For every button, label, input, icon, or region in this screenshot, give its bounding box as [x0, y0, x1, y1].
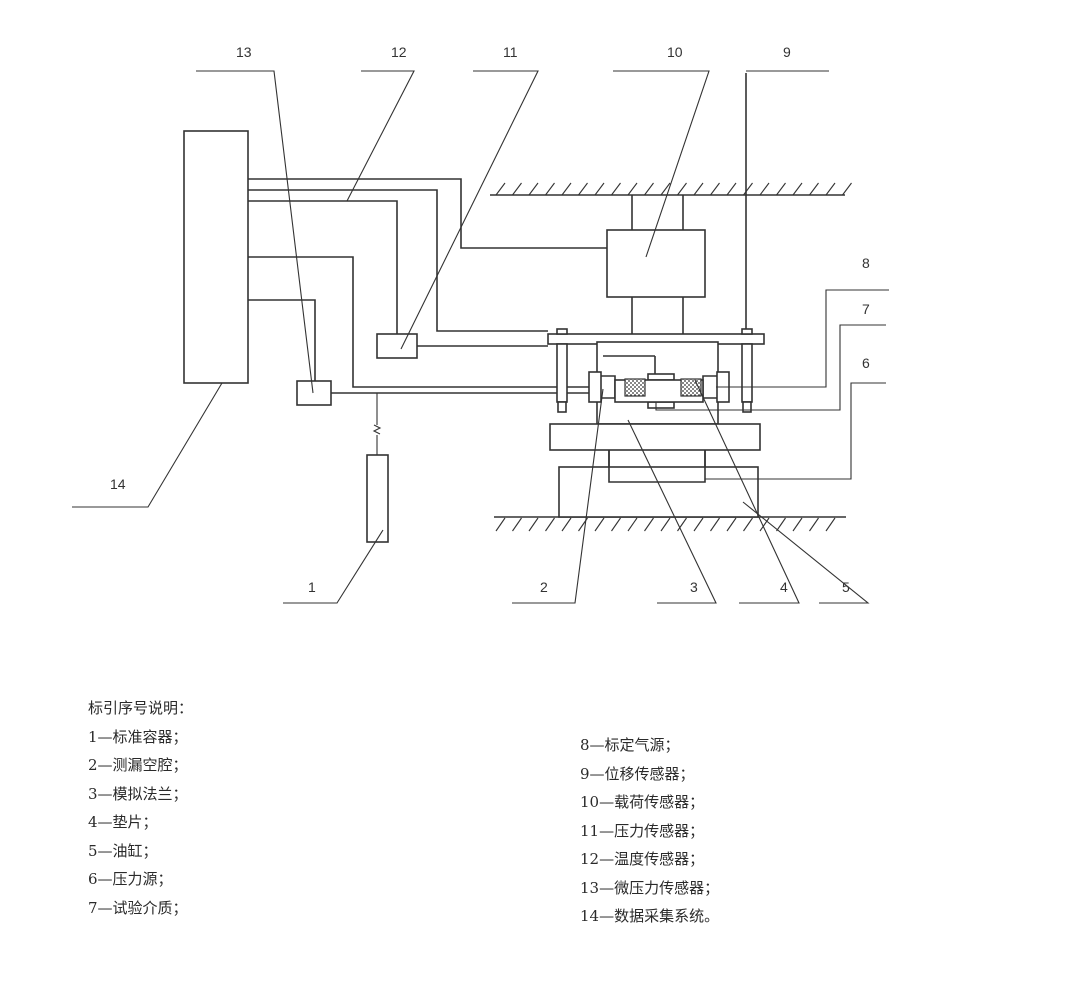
gasket-left — [624, 378, 646, 397]
hatch-mark — [743, 517, 753, 532]
hatch-mark — [578, 182, 588, 196]
hatch-mark — [776, 517, 786, 532]
legend-right-column: 8—标定气源； 9—位移传感器； 10—载荷传感器； 11—压力传感器； 12—… — [580, 731, 719, 931]
hatch-mark — [512, 182, 522, 196]
legend-item: 1—标准容器； — [88, 727, 188, 746]
hatch-mark — [644, 182, 654, 196]
legend-item: 14—数据采集系统。 — [580, 907, 720, 925]
hatch-mark — [528, 182, 539, 196]
hatch-mark — [710, 517, 720, 532]
hatch-mark — [611, 182, 621, 196]
hatch-mark — [825, 182, 836, 196]
callout-10: 10 — [667, 44, 683, 60]
hatch-mark — [809, 182, 819, 196]
callout-12: 12 — [391, 44, 407, 60]
callout-1: 1 — [308, 579, 316, 595]
pressure-sensor — [376, 333, 418, 359]
callout-7: 7 — [862, 301, 870, 317]
hatch-mark — [495, 517, 506, 532]
callout-3: 3 — [690, 579, 698, 595]
hatch-mark — [726, 182, 737, 196]
callout-6: 6 — [862, 355, 870, 371]
hatch-mark — [792, 517, 803, 532]
hatch-mark — [776, 182, 786, 196]
hatch-mark — [792, 182, 803, 196]
legend-item: 12—温度传感器； — [580, 850, 705, 868]
hatch-mark — [677, 182, 687, 196]
legend-heading: 标引序号说明： — [88, 699, 194, 717]
legend-item: 7—试验介质； — [88, 898, 188, 917]
simulated-flange — [549, 341, 761, 483]
hatch-mark — [561, 517, 572, 532]
signal-wires — [248, 178, 607, 455]
hatch-mark — [825, 517, 836, 532]
load-sensor — [606, 229, 706, 298]
legend-item: 4—垫片； — [88, 813, 158, 831]
hatch-mark — [627, 517, 638, 532]
hatch-mark — [842, 182, 852, 196]
legend-item: 8—标定气源； — [580, 736, 680, 754]
hatch-mark — [759, 517, 770, 532]
callout-9: 9 — [783, 44, 791, 60]
hatch-mark — [693, 182, 704, 196]
hatch-mark — [528, 517, 539, 532]
callout-2: 2 — [540, 579, 548, 595]
hatch-mark — [726, 517, 737, 532]
legend-item: 10—载荷传感器； — [580, 793, 705, 811]
hatch-mark — [660, 517, 671, 532]
leader-lines — [72, 70, 889, 604]
hatch-mark — [809, 517, 819, 532]
hatch-mark — [594, 182, 605, 196]
hatch-mark — [561, 182, 572, 196]
legend-item: 11—压力传感器； — [580, 821, 705, 840]
legend-item: 6—压力源； — [88, 870, 173, 888]
hatch-mark — [495, 182, 506, 196]
hatch-mark — [710, 182, 720, 196]
oil-cylinder — [558, 466, 759, 518]
callout-8: 8 — [862, 255, 870, 271]
callout-5: 5 — [842, 579, 850, 595]
legend-item: 9—位移传感器； — [580, 764, 695, 783]
hatch-mark — [545, 182, 555, 196]
hatch-mark — [512, 517, 522, 532]
legend-item: 2—测漏空腔； — [88, 756, 188, 774]
legend-item: 3—模拟法兰； — [88, 784, 188, 803]
load-sensor-assembly — [606, 195, 706, 334]
hatch-mark — [693, 517, 704, 532]
legend-item: 5—油缸； — [88, 841, 158, 860]
standard-container — [366, 454, 389, 543]
hatch-mark — [545, 517, 555, 532]
hatch-mark — [594, 517, 605, 532]
micro-pressure-sensor — [296, 380, 332, 406]
legend-item: 13—微压力传感器； — [580, 878, 720, 897]
hatch-mark — [644, 517, 654, 532]
hatch-mark — [611, 517, 621, 532]
base-ground — [494, 516, 846, 532]
callout-14: 14 — [110, 476, 126, 492]
callout-11: 11 — [503, 44, 518, 60]
hatch-mark — [660, 182, 671, 196]
legend-left-column: 标引序号说明： 1—标准容器； 2—测漏空腔； 3—模拟法兰； 4—垫片； 5—… — [88, 694, 193, 922]
hatch-mark — [759, 182, 770, 196]
callout-13: 13 — [236, 44, 252, 60]
hatch-mark — [743, 182, 753, 196]
callout-4: 4 — [780, 579, 788, 595]
data-acquisition-system — [183, 130, 249, 384]
hatch-mark — [627, 182, 638, 196]
hatch-mark — [677, 517, 687, 532]
callout-labels: 13 12 11 10 9 8 7 6 14 1 2 3 4 5 — [110, 44, 870, 595]
